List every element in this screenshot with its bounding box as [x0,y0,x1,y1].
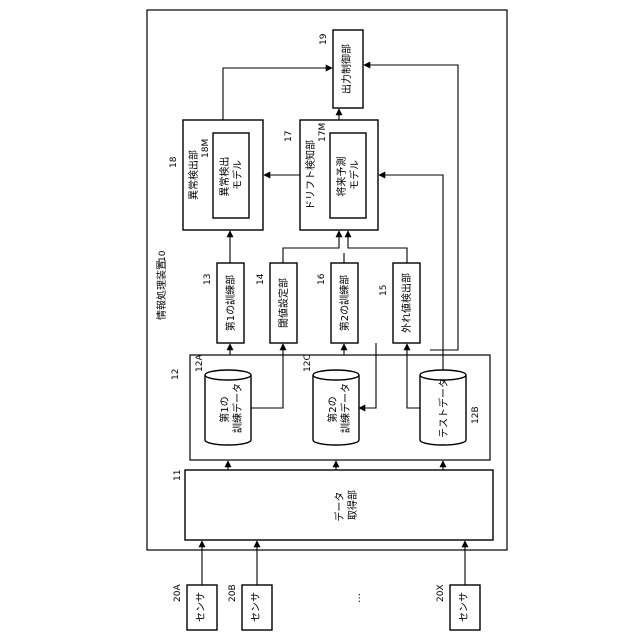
data-acquisition-ref: 11 [173,470,183,481]
device-label: 情報処理装置 [155,260,168,320]
threshold-setting-label: 閾値設定部 [277,278,290,328]
sensor-ellipsis: … [352,593,363,603]
arrow-threshold-drift [283,231,339,263]
arrow-12a-threshold [251,344,283,408]
db-test-ref: 12B [471,406,481,424]
db-test-label: テストデータ [437,378,450,438]
anomaly-detection-label: 異常検出部 [187,150,200,200]
second-training-ref: 16 [317,273,327,285]
sensor-20a-label: センサ [195,592,207,622]
anomaly-detection-ref: 18 [169,156,179,168]
sensor-20x-label: センサ [458,592,470,622]
threshold-setting-ref: 14 [256,273,266,285]
arrow-outlier-drift [348,231,407,263]
future-model-ref: 17M [318,123,328,142]
output-control-ref: 19 [319,33,329,45]
storage-ref: 12 [171,369,181,380]
outlier-detection-ref: 15 [379,285,389,296]
db-first-ref: 12A [195,354,205,372]
output-control-label: 出力制御部 [340,44,353,94]
arrow-anomaly-output [223,68,332,120]
anomaly-model-ref: 18M [201,139,211,158]
drift-detection-ref: 17 [284,131,294,142]
device-frame [147,10,507,550]
db-second-ref: 12C [303,354,313,372]
sensor-20x-ref: 20X [436,584,446,602]
sensor-20b-label: センサ [250,592,262,622]
sensor-20a-ref: 20A [173,584,183,602]
device-ref: 10 [158,250,168,262]
arrow-12b-outlier [407,344,420,408]
first-training-ref: 13 [203,274,213,285]
first-training-label: 第1の訓練部 [224,275,237,331]
sensor-20b-ref: 20B [228,584,238,602]
second-training-label: 第2の訓練部 [338,275,351,331]
outlier-detection-label: 外れ値検出部 [400,273,413,333]
arrow-outlier-12c [359,343,376,408]
drift-detection-label: ドリフト検知部 [304,140,317,210]
